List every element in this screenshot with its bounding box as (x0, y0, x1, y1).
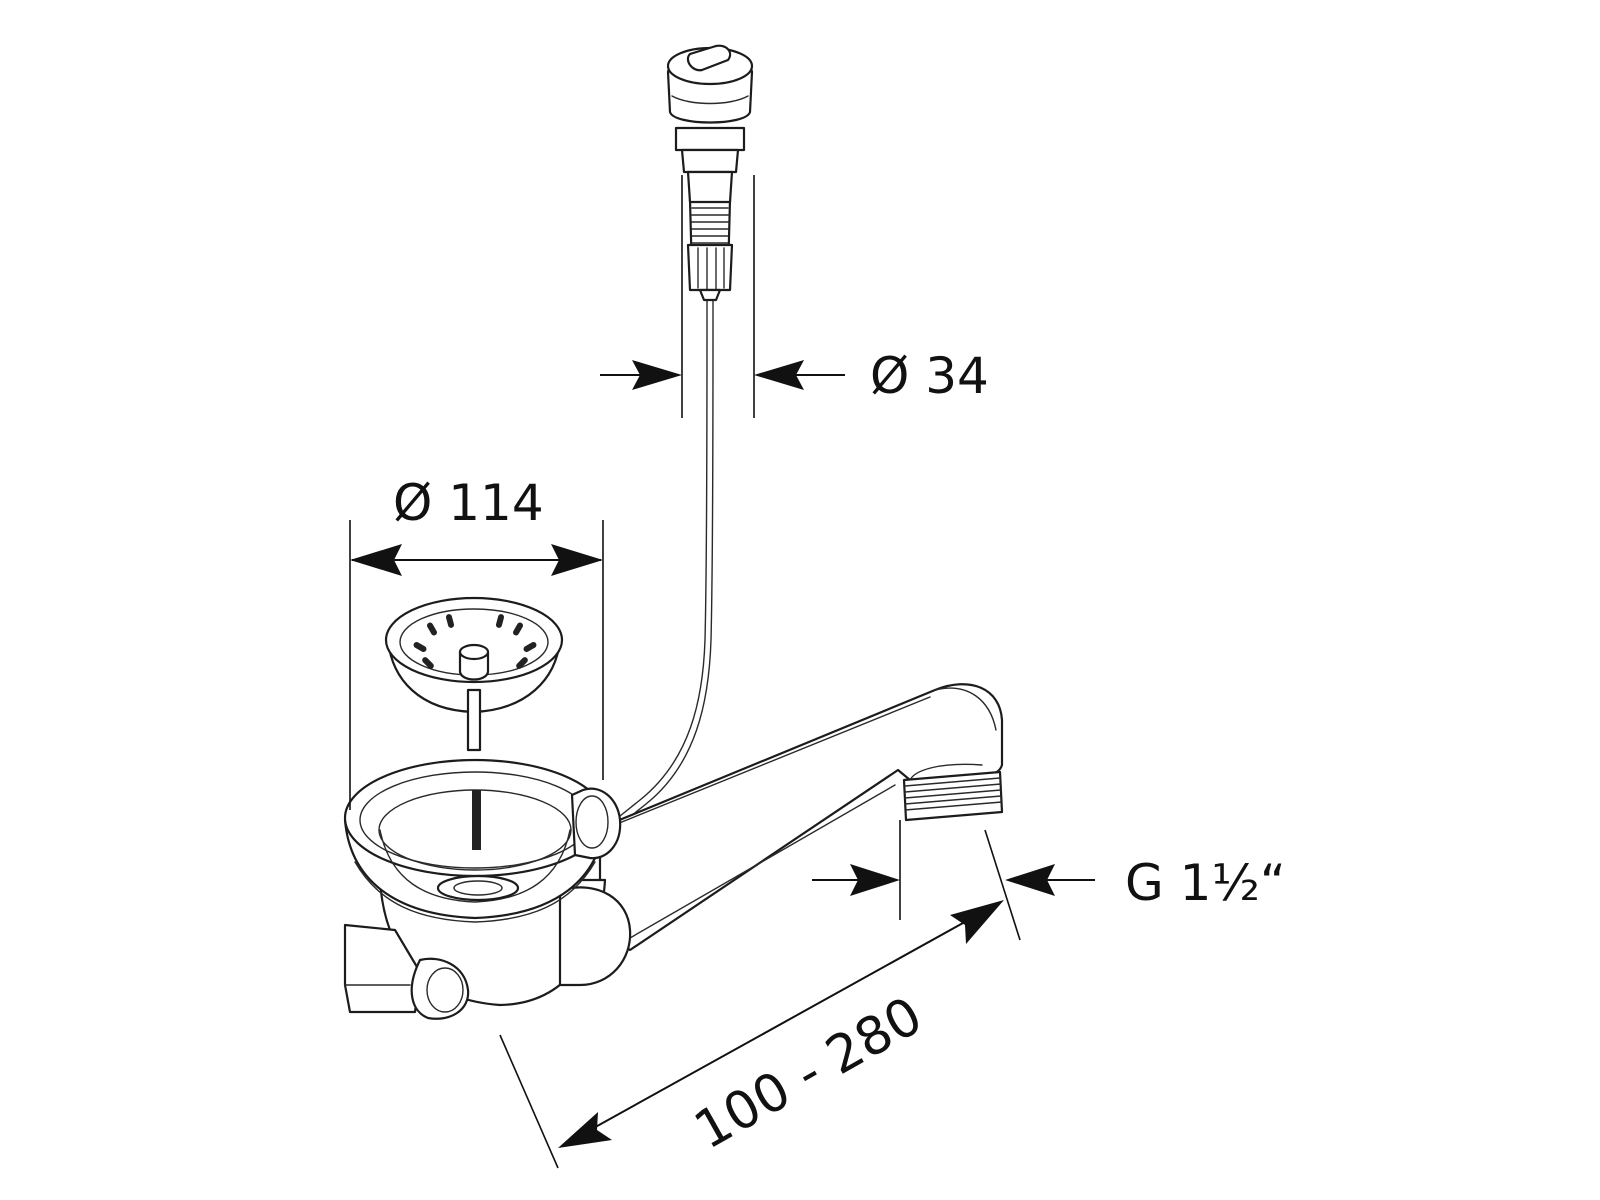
dimension-overflow-diameter: Ø 34 (600, 175, 989, 418)
strainer-basket (384, 596, 564, 820)
strainer-diameter-label: Ø 114 (393, 474, 544, 532)
thread-size-label: G 1½“ (1125, 854, 1286, 912)
overflow-pipe (598, 683, 1004, 952)
dimension-strainer-diameter: Ø 114 (349, 474, 604, 810)
overflow-knob-assembly (619, 44, 754, 821)
overflow-diameter-label: Ø 34 (870, 347, 989, 405)
waste-body (343, 758, 632, 1020)
dimension-thread-size: G 1½“ (812, 820, 1286, 941)
pipe-length-label: 100 - 280 (685, 986, 932, 1161)
